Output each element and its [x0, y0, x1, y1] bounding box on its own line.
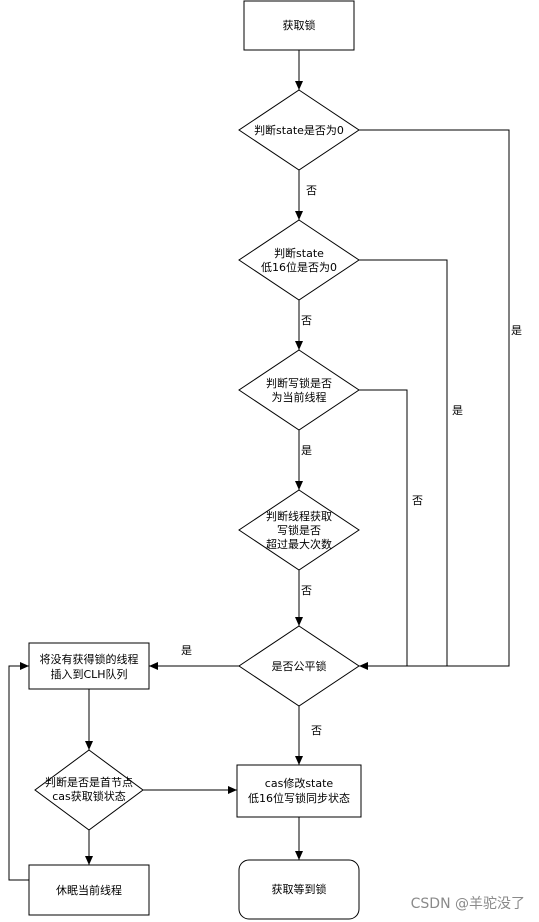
decision-write-lock-owner-line2: 为当前线程 — [272, 390, 327, 404]
node-sleep-thread-label: 休眠当前线程 — [56, 883, 122, 897]
decision-fair-lock-label: 是否公平锁 — [272, 659, 327, 673]
decision-state-zero-label: 判断state是否为0 — [254, 123, 344, 137]
decision-write-lock-owner-line1: 判断写锁是否 — [266, 376, 332, 390]
node-start-label: 获取锁 — [283, 18, 316, 32]
decision-head-node: 判断是否是首节点 cas获取锁状态 — [34, 749, 144, 831]
decision-max-count-line3: 超过最大次数 — [266, 537, 332, 551]
edge-d2-yes-to-d5 — [359, 259, 448, 666]
edge-label-d2-no: 否 — [301, 314, 312, 327]
edge-label-d5-no: 否 — [311, 724, 322, 737]
edge-label-d1-yes: 是 — [511, 324, 522, 337]
edge-label-d4-no: 否 — [301, 584, 312, 597]
decision-head-node-line2: cas获取锁状态 — [52, 789, 126, 803]
edge-label-d3-yes: 是 — [301, 444, 312, 457]
node-end-label: 获取等到锁 — [272, 882, 327, 896]
edge-label-d3-no: 否 — [412, 494, 423, 507]
watermark: CSDN @羊驼没了 — [411, 895, 525, 912]
decision-write-lock-owner: 判断写锁是否 为当前线程 — [238, 349, 360, 431]
node-enqueue-clh: 将没有获得锁的线程 插入到CLH队列 — [28, 642, 150, 690]
edge-label-d2-yes: 是 — [452, 404, 463, 417]
node-cas-update-line1: cas修改state — [265, 776, 334, 790]
edge-d1-yes-to-d5 — [359, 129, 510, 670]
edge-label-d5-yes: 是 — [181, 644, 192, 657]
decision-low16-zero: 判断state 低16位是否为0 — [238, 219, 360, 301]
node-start: 获取锁 — [243, 0, 355, 51]
node-enqueue-clh-line1: 将没有获得锁的线程 — [40, 652, 139, 666]
node-sleep-thread: 休眠当前线程 — [28, 864, 150, 916]
decision-max-count-line1: 判断线程获取 — [266, 509, 332, 523]
decision-state-zero: 判断state是否为0 — [238, 89, 360, 171]
decision-max-count: 判断线程获取 写锁是否 超过最大次数 — [238, 489, 360, 571]
node-cas-update-line2: 低16位写锁同步状态 — [248, 791, 350, 805]
node-cas-update: cas修改state 低16位写锁同步状态 — [236, 764, 362, 818]
edge-label-d1-no: 否 — [306, 184, 317, 197]
decision-fair-lock: 是否公平锁 — [238, 625, 360, 707]
node-end: 获取等到锁 — [238, 859, 360, 920]
node-enqueue-clh-line2: 插入到CLH队列 — [50, 667, 127, 681]
decision-low16-zero-line1: 判断state — [274, 246, 324, 260]
decision-head-node-line1: 判断是否是首节点 — [45, 775, 133, 789]
edge-d3-no-to-d5 — [359, 389, 408, 666]
decision-low16-zero-line2: 低16位是否为0 — [261, 260, 337, 274]
edge-sleep-loop-to-enqueue — [8, 662, 29, 881]
decision-max-count-line2: 写锁是否 — [277, 523, 321, 537]
